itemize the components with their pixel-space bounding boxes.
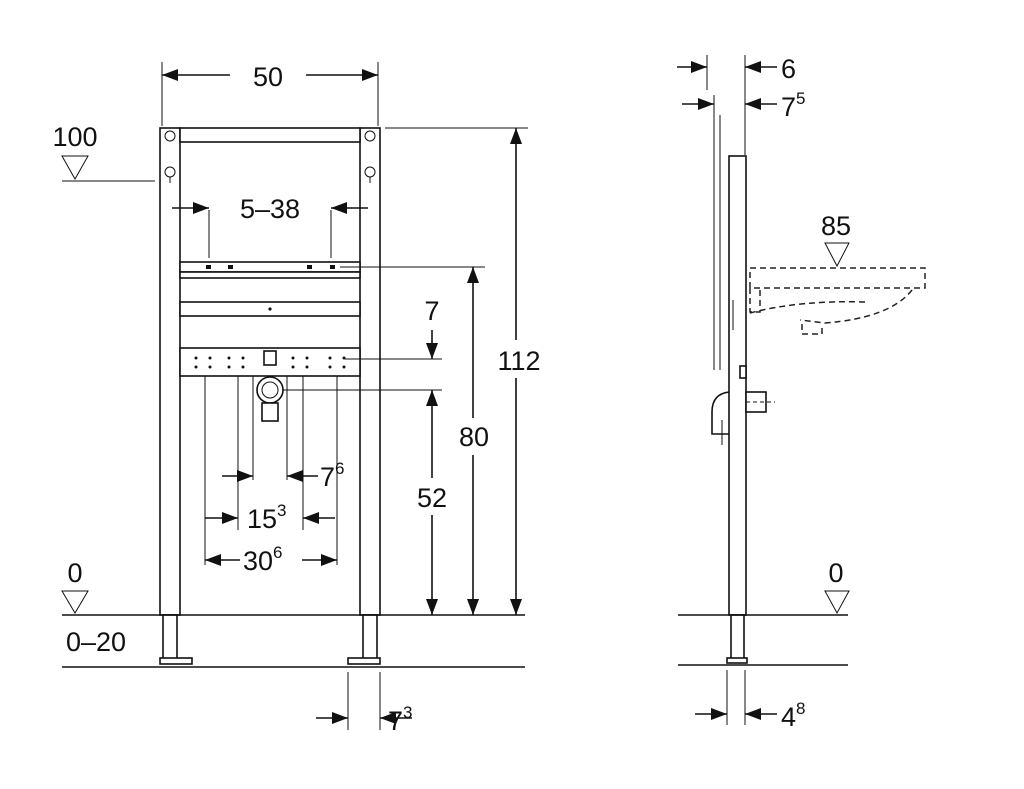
basin-level-label: 85 (821, 211, 851, 241)
basin-level: 85 (821, 211, 851, 268)
floor-level-label: 0 (67, 558, 82, 588)
dimension-4-8: 48 (695, 670, 806, 732)
dimension-52: 52 (417, 390, 447, 615)
dimension-7-5: 75 (682, 89, 806, 370)
adjust-range-label: 5–38 (240, 194, 300, 224)
dim-6-label: 6 (781, 54, 796, 84)
dimension-7-3: 73 (316, 672, 413, 736)
dimension-adjust-range: 5–38 (172, 194, 368, 258)
dimension-15-3: 153 (205, 501, 335, 534)
side-view: 6 75 85 (677, 54, 926, 732)
basin-outline (749, 267, 926, 335)
dimension-7-6: 76 (222, 459, 345, 492)
floor-level: 0 0–20 (61, 558, 525, 668)
floor-range-label: 0–20 (66, 627, 126, 657)
height-112-label: 112 (497, 346, 540, 376)
dimension-6: 6 (677, 54, 796, 155)
front-view: 50 100 (52, 62, 541, 736)
dim-7-6-label: 76 (320, 459, 345, 492)
height-80-label: 80 (459, 422, 489, 452)
mounting-holes (194, 356, 346, 369)
dimension-112: 112 (497, 128, 541, 615)
side-floor-level: 0 (678, 558, 850, 666)
dimension-7: 7 (424, 296, 440, 359)
dim-4-8-label: 48 (781, 699, 806, 732)
dimension-80: 80 (459, 267, 489, 615)
dimension-30-6: 306 (205, 543, 337, 576)
level-top-label: 100 (52, 122, 97, 152)
width-label: 50 (253, 62, 283, 92)
frame-side (711, 155, 775, 664)
level-marker-top: 100 (52, 122, 155, 182)
dim-7-5-label: 75 (781, 89, 806, 122)
dim-30-6-label: 306 (243, 543, 283, 576)
dim-7-3-label: 73 (388, 703, 413, 736)
height-52-label: 52 (417, 483, 447, 513)
dim-15-3-label: 153 (247, 501, 287, 534)
dim-7-label: 7 (424, 296, 439, 326)
mounting-frame (159, 127, 381, 665)
dimension-width: 50 (161, 62, 379, 126)
side-floor-level-label: 0 (828, 558, 843, 588)
